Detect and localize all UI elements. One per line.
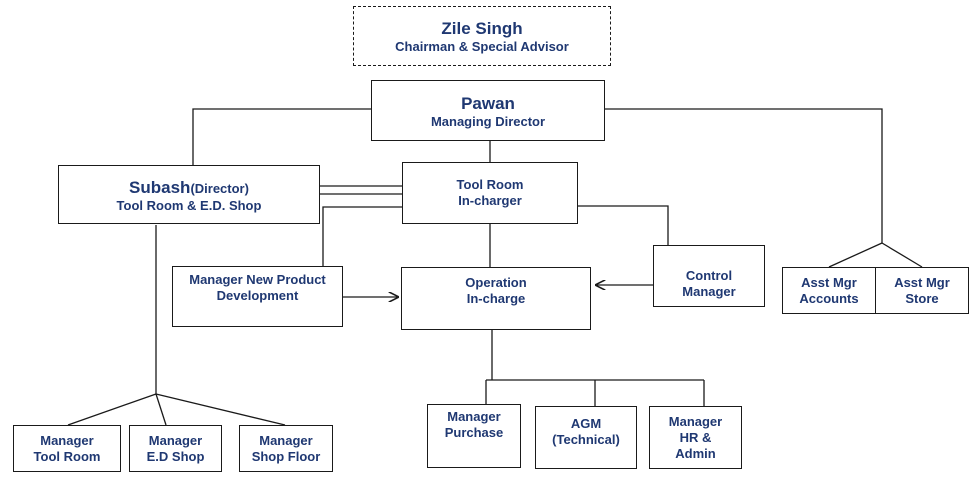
mgr-shop-floor-label: Manager Shop Floor — [251, 432, 321, 464]
tool-room-label: Tool Room In-charger — [456, 177, 524, 208]
control-label: Control Manager — [682, 268, 736, 299]
manager-tool-room-box: Manager Tool Room — [13, 425, 121, 472]
control-manager-box: Control Manager — [653, 245, 765, 307]
manager-shop-floor-box: Manager Shop Floor — [239, 425, 333, 472]
asst-accounts-label: Asst Mgr Accounts — [799, 274, 859, 306]
agm-technical-box: AGM (Technical) — [535, 406, 637, 469]
manager-ed-shop-box: Manager E.D Shop — [129, 425, 222, 472]
npd-manager-box: Manager New Product Development — [172, 266, 343, 327]
asst-store-label: Asst Mgr Store — [894, 274, 950, 306]
asst-mgr-store-box: Asst Mgr Store — [875, 267, 969, 314]
md-name: Pawan — [461, 93, 515, 113]
mgr-ed-shop-label: Manager E.D Shop — [146, 432, 205, 464]
operation-incharge-box: Operation In-charge — [401, 267, 591, 330]
director-name: Subash — [129, 177, 191, 197]
managing-director-box: Pawan Managing Director — [371, 80, 605, 141]
chairman-name: Zile Singh — [441, 19, 523, 38]
chairman-box: Zile Singh Chairman & Special Advisor — [353, 6, 611, 66]
agm-label: AGM (Technical) — [552, 415, 620, 447]
director-line: Subash(Director) — [129, 177, 249, 198]
operation-label: Operation In-charge — [465, 275, 527, 306]
mgr-purchase-label: Manager Purchase — [444, 409, 504, 440]
md-title: Managing Director — [430, 113, 546, 129]
director-box: Subash(Director) Tool Room & E.D. Shop — [58, 165, 320, 224]
director-title: Tool Room & E.D. Shop — [116, 197, 262, 213]
manager-hr-admin-box: Manager HR & Admin — [649, 406, 742, 469]
director-suffix: (Director) — [190, 180, 249, 196]
tool-room-incharger-box: Tool Room In-charger — [402, 162, 578, 224]
npd-label: Manager New Product Development — [189, 272, 326, 303]
chairman-title: Chairman & Special Advisor — [395, 39, 569, 54]
manager-purchase-box: Manager Purchase — [427, 404, 521, 468]
asst-mgr-accounts-box: Asst Mgr Accounts — [782, 267, 876, 314]
mgr-tool-room-label: Manager Tool Room — [33, 432, 101, 464]
mgr-hr-label: Manager HR & Admin — [668, 413, 723, 461]
